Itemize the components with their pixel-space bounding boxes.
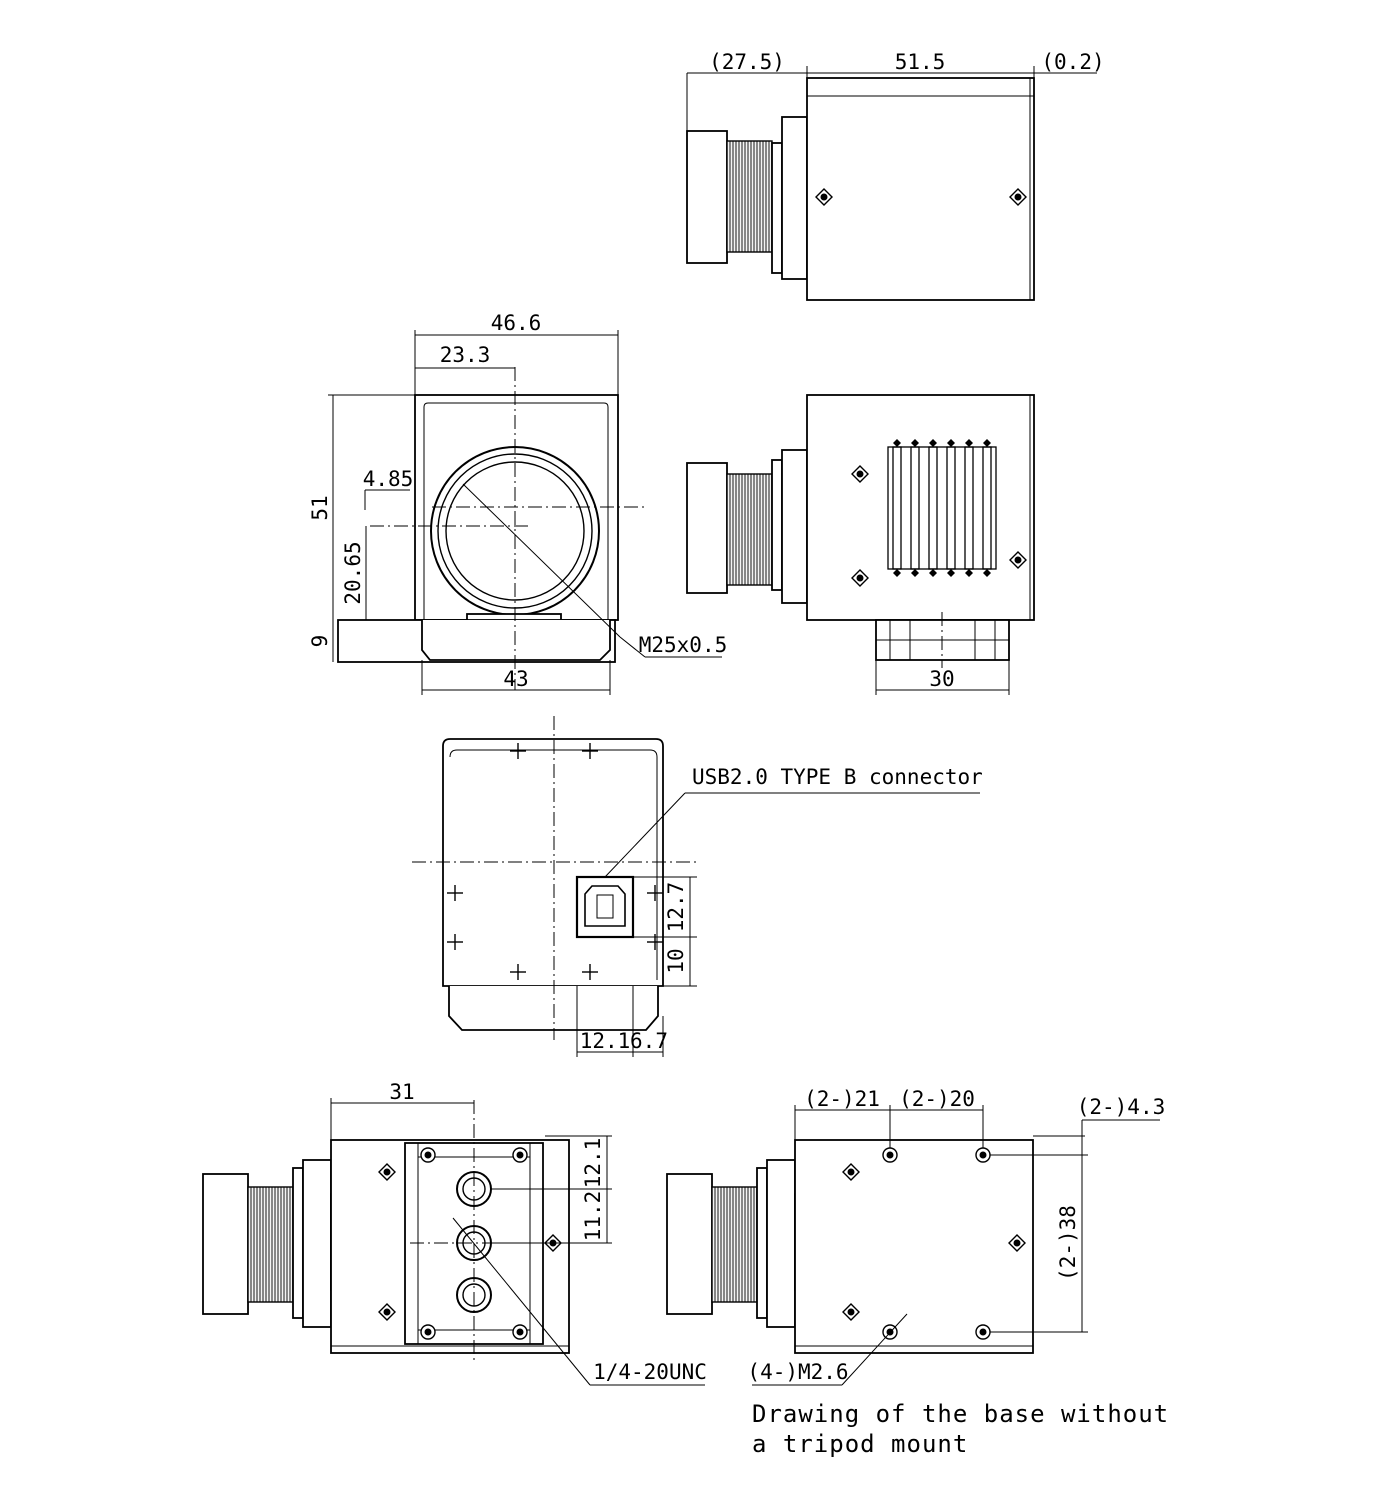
heatsink-fin — [928, 446, 938, 570]
dim-height-b: 10 — [664, 948, 688, 973]
usb-callout: USB2.0 TYPE B connector — [692, 765, 983, 789]
dim-width-a: 12.1 — [580, 1029, 631, 1053]
dim-hole-offset: 31 — [389, 1080, 414, 1104]
heatsink-fin-tip — [911, 439, 919, 447]
dim-center-height: 20.65 — [341, 541, 365, 604]
heatsink-fin — [982, 446, 992, 570]
dim-hole-dia: (2-)4.3 — [1077, 1095, 1166, 1119]
side-heatsink-view: 30 — [686, 394, 1035, 695]
dim-pitch-b: 11.2 — [581, 1191, 605, 1242]
dim-gap: (0.2) — [1041, 50, 1104, 74]
heatsink-fin-tip — [983, 569, 991, 577]
dim-lens-length: (27.5) — [709, 50, 785, 74]
heatsink-fin-tip — [929, 569, 937, 577]
dim-offset: 4.85 — [363, 467, 414, 491]
dim-side-base-width: 30 — [929, 667, 954, 691]
heatsink-fin — [892, 446, 902, 570]
dim-hole-spacing: (2-)38 — [1056, 1205, 1080, 1281]
heatsink-fin-tip — [893, 439, 901, 447]
heatsink-fin-tip — [965, 439, 973, 447]
dim-spacing-a: (2-)21 — [804, 1087, 880, 1111]
dim-height-a: 12.7 — [664, 882, 688, 933]
usb-connector — [575, 875, 635, 939]
thread-callout: 1/4-20UNC — [593, 1360, 707, 1384]
heatsink-fin — [910, 446, 920, 570]
dim-width-b: 6.7 — [630, 1029, 668, 1053]
heatsink-fin-tip — [965, 569, 973, 577]
base-note-line1: Drawing of the base without — [752, 1400, 1169, 1428]
screws-callout: (4-)M2.6 — [747, 1360, 848, 1384]
dim-height: 51 — [308, 495, 332, 520]
dim-base-height: 9 — [308, 635, 332, 648]
dim-pitch-a: 12.1 — [581, 1138, 605, 1189]
front-view: M25x0.5 46.6 23.3 51 4.85 20.65 9 43 — [308, 311, 727, 695]
top-side-view: (27.5) 51.5 (0.2) — [686, 50, 1105, 301]
dim-body-length: 51.5 — [895, 50, 946, 74]
dim-width: 46.6 — [491, 311, 542, 335]
heatsink-frame — [887, 446, 997, 570]
mount-callout: M25x0.5 — [639, 633, 728, 657]
dim-base-width: 43 — [503, 667, 528, 691]
heatsink-fin-tip — [947, 439, 955, 447]
lens-thread — [729, 141, 770, 252]
heatsink-fin — [946, 446, 956, 570]
bottom-tripod-view: 1/4-20UNC 31 12.1 11.2 — [202, 1080, 707, 1386]
dim-half-width: 23.3 — [440, 343, 491, 367]
rear-view: USB2.0 TYPE B connector 12.7 10 12.1 6.7 — [412, 716, 983, 1057]
heatsink-fin — [964, 446, 974, 570]
bottom-base-view: (2-)21 (2-)20 (2-)4.3 (2-)38 (4-)M2.6 — [666, 1087, 1166, 1386]
heatsink-fin-tip — [911, 569, 919, 577]
heatsink-fin-tip — [983, 439, 991, 447]
heatsink-fin-tip — [947, 569, 955, 577]
base-note-line2: a tripod mount — [752, 1430, 968, 1458]
dim-spacing-b: (2-)20 — [899, 1087, 975, 1111]
heatsink-fin-tip — [929, 439, 937, 447]
heatsink-fin-tip — [893, 569, 901, 577]
